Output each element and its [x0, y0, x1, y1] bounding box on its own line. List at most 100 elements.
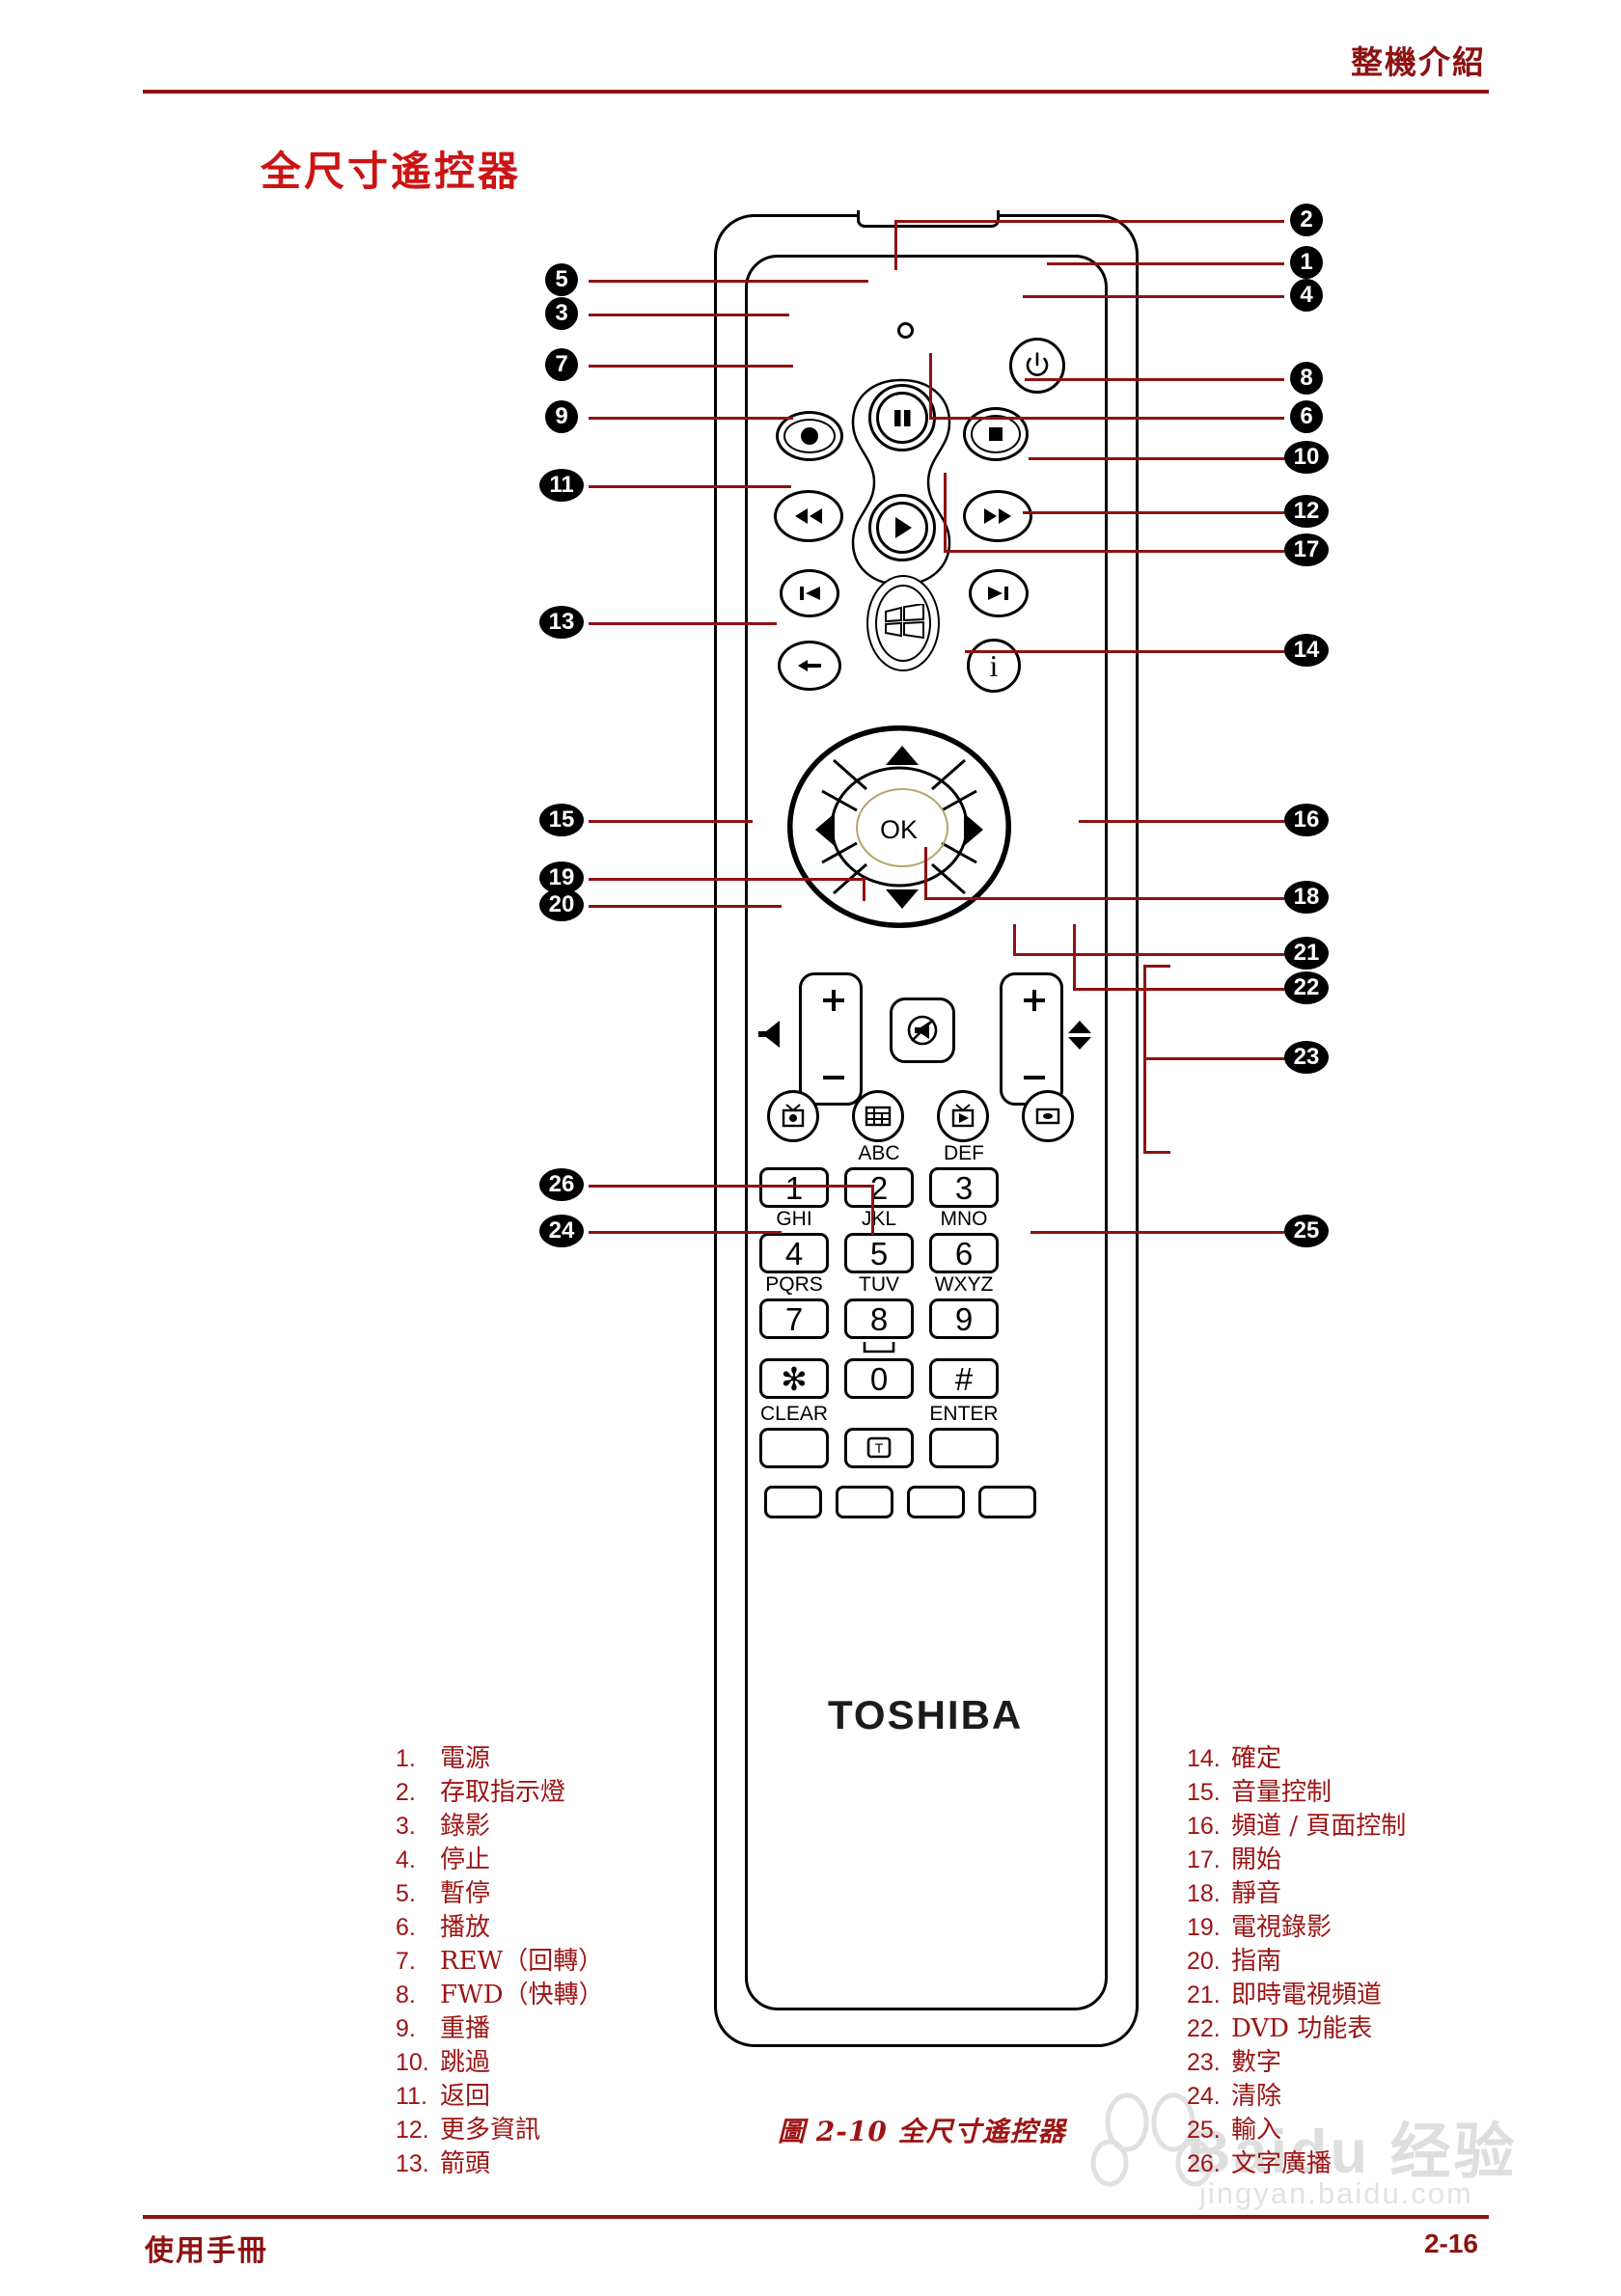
legend-number: 10. [396, 2049, 429, 2076]
keypad-key-hash[interactable]: # [929, 1358, 999, 1399]
keypad-key-5[interactable]: 5 [844, 1233, 914, 1273]
legend-item: 2. 存取指示燈 [396, 1776, 782, 1810]
leader-9-h [589, 417, 793, 420]
dpad[interactable]: OK [787, 725, 1011, 928]
rewind-button[interactable] [774, 490, 843, 542]
stop-button[interactable] [963, 407, 1029, 461]
leader-21-h [1013, 953, 1284, 956]
keypad-key-3[interactable]: 3 [929, 1167, 999, 1208]
keypad-key-1[interactable]: 1 [759, 1167, 829, 1208]
legend-number: 20. [1187, 1948, 1221, 1975]
keypad-letters-3: DEF [944, 1142, 984, 1164]
footer-page-number: 2-16 [1423, 2228, 1478, 2258]
dpad-left-icon[interactable] [815, 813, 835, 846]
legend-text: 靜音 [1231, 1879, 1282, 1908]
legend-number: 24. [1187, 2083, 1221, 2110]
leader-23-h [1143, 1057, 1284, 1060]
leader-17-h [944, 550, 1284, 553]
legend-text: REW（回轉） [440, 1947, 604, 1976]
leader-23-bottom [1143, 1151, 1170, 1154]
fast-forward-button[interactable] [963, 490, 1032, 542]
legend-item: 6.播放 [396, 1911, 782, 1945]
dpad-down-icon[interactable] [886, 889, 919, 909]
clear-button[interactable] [759, 1428, 829, 1468]
channel-rocker[interactable] [1000, 972, 1063, 1106]
teletext-button[interactable]: T [844, 1428, 914, 1468]
keypad-key-4[interactable]: 4 [759, 1233, 829, 1273]
blank-key-3[interactable] [907, 1486, 965, 1518]
legend-text: 重播 [440, 2014, 491, 2043]
ok-button-label[interactable]: OK [880, 815, 919, 844]
pause-button[interactable] [868, 384, 936, 451]
blank-key-4[interactable] [978, 1486, 1036, 1518]
leader-21-v [1013, 924, 1016, 955]
leader-14-h [965, 650, 1284, 653]
more-info-button[interactable]: i [967, 639, 1021, 693]
leader-11-h [589, 485, 791, 488]
blank-key-1[interactable] [764, 1486, 822, 1518]
legend-item: 7.REW（回轉） [396, 1945, 782, 1979]
leader-22-h [1073, 988, 1284, 991]
legend-text: 播放 [440, 1913, 491, 1942]
legend-number: 21. [1187, 1982, 1221, 2009]
figure-caption: 圖 2-10 全尺寸遙控器 [778, 2116, 1066, 2147]
legend-item: 13.箭頭 [396, 2147, 782, 2181]
legend-number: 2. [396, 1779, 416, 1806]
legend-text: 存取指示燈 [440, 1778, 566, 1807]
keypad-key-2[interactable]: 2 [844, 1167, 914, 1208]
watermark-url: jingyan.baidu.com [1199, 2176, 1473, 2210]
svg-text:T: T [875, 1440, 884, 1456]
leader-20-h [589, 905, 782, 908]
guide-button[interactable] [852, 1090, 904, 1142]
legend-number: 3. [396, 1813, 416, 1840]
dvd-menu-icon [1035, 1107, 1060, 1125]
start-button[interactable] [866, 575, 940, 671]
back-button[interactable] [778, 641, 841, 691]
remote-inner-panel [745, 255, 1108, 2010]
legend-text: 停止 [440, 1845, 491, 1874]
legend-item: 3.錄影 [396, 1810, 782, 1844]
keypad-key-6[interactable]: 6 [929, 1233, 999, 1273]
enter-button[interactable] [929, 1428, 999, 1468]
tv-record-button[interactable] [767, 1090, 819, 1142]
legend-number: 19. [1187, 1914, 1221, 1941]
callout-badge-26: 26 [539, 1168, 584, 1201]
callout-badge-22: 22 [1284, 971, 1329, 1004]
dpad-right-icon[interactable] [964, 813, 983, 846]
mute-icon [907, 1015, 938, 1046]
keypad-key-7[interactable]: 7 [759, 1298, 829, 1339]
callout-badge-10: 10 [1284, 441, 1329, 474]
keypad-key-9[interactable]: 9 [929, 1298, 999, 1339]
legend-text: 頻道 / 頁面控制 [1231, 1812, 1407, 1841]
volume-speaker-icon [758, 1021, 780, 1048]
legend-item: 4. 停止 [396, 1844, 782, 1877]
callout-badge-13: 13 [539, 606, 584, 639]
callout-badge-20: 20 [539, 888, 584, 921]
keypad-key-zero[interactable]: 0 [844, 1358, 914, 1399]
legend-text: 輸入 [1231, 2116, 1282, 2145]
blank-key-2[interactable] [836, 1486, 893, 1518]
leader-2-h [894, 220, 1284, 223]
mute-button[interactable] [890, 998, 955, 1063]
replay-button[interactable] [780, 569, 839, 617]
dvd-menu-button[interactable] [1022, 1090, 1074, 1142]
legend-list-left: 1.電源 2.存取指示燈 3.錄影 4.停止 5.暫停 6.播放 7.REW（回… [357, 1742, 782, 2181]
volume-rocker[interactable] [799, 972, 863, 1106]
callout-badge-16: 16 [1284, 804, 1329, 836]
leader-22-v [1073, 924, 1076, 990]
play-button[interactable] [868, 494, 936, 561]
legend-item: 15.音量控制 [1187, 1776, 1592, 1810]
power-button[interactable] [1009, 338, 1065, 394]
legend-number: 4. [396, 1846, 416, 1873]
keypad-key-8[interactable]: 8 [844, 1298, 914, 1339]
leader-24-h [589, 1231, 782, 1234]
keypad-key-star[interactable]: ✻ [759, 1358, 829, 1399]
callout-badge-8: 8 [1290, 362, 1323, 395]
legend-number: 11. [396, 2083, 427, 2110]
skip-button[interactable] [969, 569, 1029, 617]
live-tv-button[interactable] [937, 1090, 989, 1142]
callout-badge-3: 3 [545, 297, 578, 330]
page-title: 全尺寸遙控器 [261, 149, 522, 194]
dpad-up-icon[interactable] [886, 746, 919, 765]
legend-text: 電源 [440, 1744, 491, 1773]
